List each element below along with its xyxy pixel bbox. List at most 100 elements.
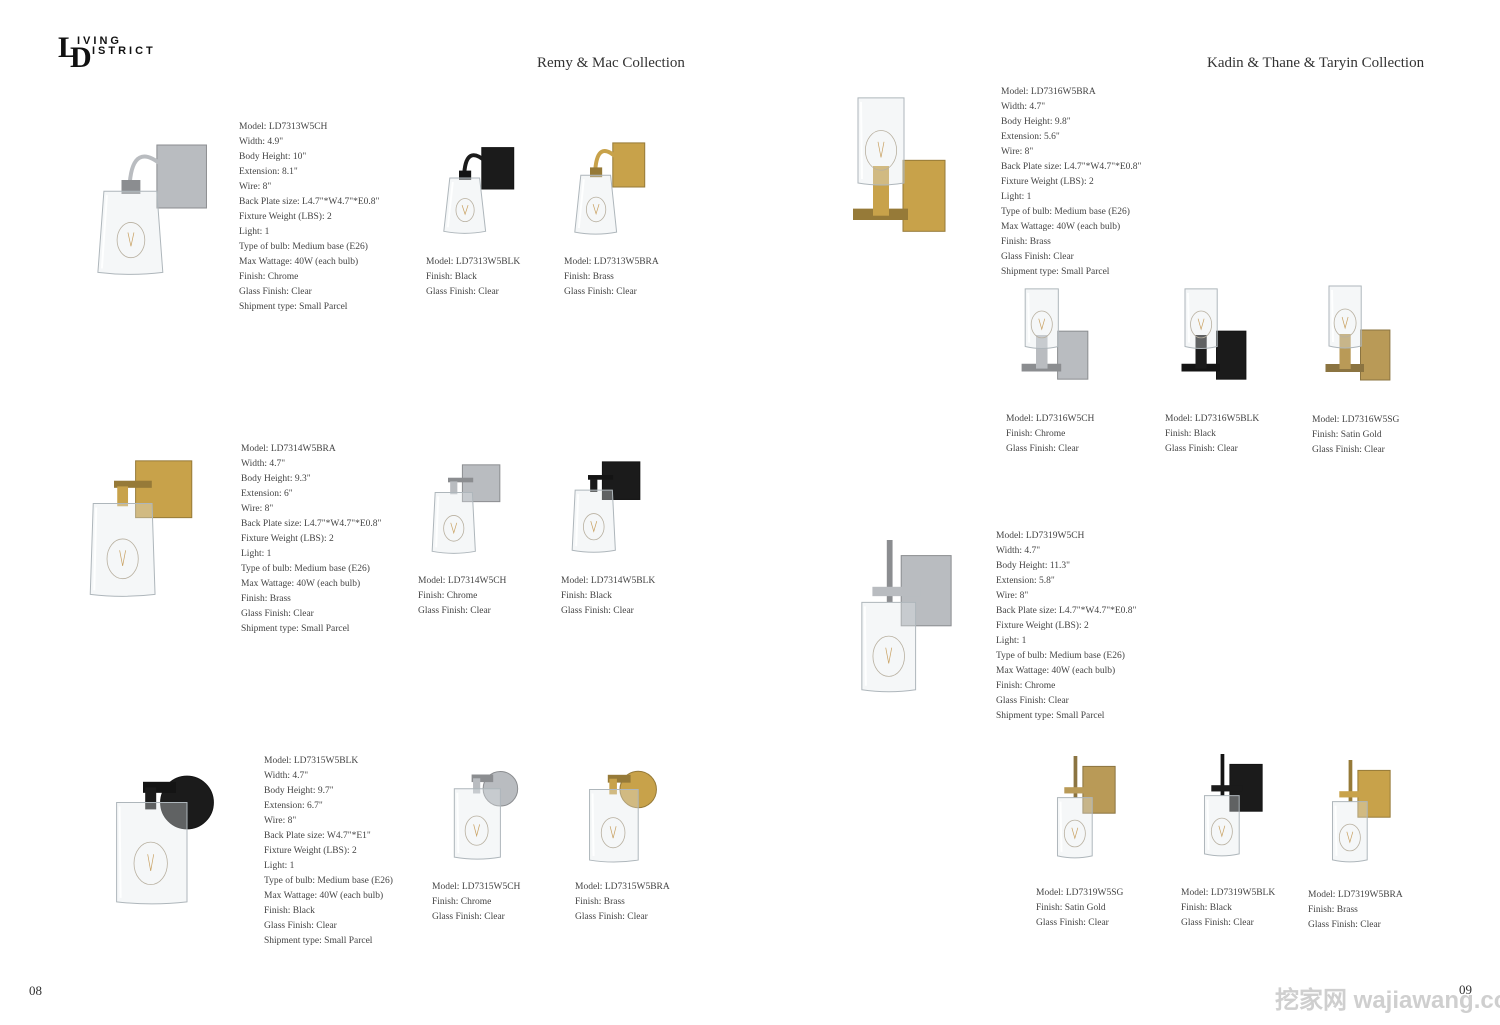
spec-line: Body Height: 9.7" <box>264 786 334 796</box>
spec-line: Wire: 8" <box>1001 147 1034 157</box>
spec-line: Fixture Weight (LBS): 2 <box>996 621 1089 631</box>
filament <box>147 854 155 872</box>
bulb <box>455 198 475 223</box>
filament <box>877 141 885 158</box>
bulb <box>464 815 489 846</box>
spec-line: Type of bulb: Medium base (E26) <box>241 564 370 574</box>
glass-highlight <box>1331 289 1334 343</box>
spec-line: Model: LD7316W5BRA <box>1001 87 1096 97</box>
spec-line: Model: LD7319W5SG <box>1036 888 1124 898</box>
stem <box>1195 335 1207 369</box>
spec-line: Finish: Satin Gold <box>1312 430 1382 440</box>
spec-line: Model: LD7316W5SG <box>1312 415 1400 425</box>
watermark: 挖家网 wajiawang.com <box>1275 987 1500 1014</box>
spec-line: Back Plate size: L4.7"*W4.7"*E0.8" <box>239 197 380 207</box>
back-plate <box>156 144 207 209</box>
spec-line: Model: LD7315W5BRA <box>575 882 670 892</box>
spec-line: Wire: 8" <box>239 182 272 192</box>
glass-shade <box>857 97 905 186</box>
wall-sconce-icon <box>453 770 519 860</box>
spec-line: Model: LD7313W5BLK <box>426 257 521 267</box>
filament <box>609 826 617 839</box>
bulb <box>106 538 139 580</box>
filament <box>592 204 600 216</box>
glass-shade <box>861 601 917 693</box>
vertical-rod <box>1348 760 1353 802</box>
spec-line: Finish: Black <box>1165 429 1216 439</box>
bulb <box>600 817 626 849</box>
filament <box>1341 316 1349 330</box>
spec-line: Model: LD7315W5BLK <box>264 756 359 766</box>
arm <box>1339 791 1371 798</box>
spec-line: Model: LD7319W5BRA <box>1308 890 1403 900</box>
glass-shade <box>116 802 188 905</box>
spec-line: Glass Finish: Clear <box>1165 444 1238 454</box>
spec-line: Extension: 5.6" <box>1001 132 1060 142</box>
spec-line: Glass Finish: Clear <box>241 609 314 619</box>
glass-shade <box>97 190 164 275</box>
bulb <box>133 841 168 886</box>
spec-line: Finish: Brass <box>1001 237 1051 247</box>
wall-sconce-icon <box>571 461 641 553</box>
back-plate <box>902 159 946 232</box>
spec-line: Model: LD7314W5CH <box>418 576 507 586</box>
wall-sconce-icon <box>431 464 501 554</box>
bulb <box>585 196 607 223</box>
spec-line: Model: LD7319W5BLK <box>1181 888 1276 898</box>
spec-line: Body Height: 9.3" <box>241 474 311 484</box>
socket-cap <box>459 170 472 180</box>
spec-line: Type of bulb: Medium base (E26) <box>264 876 393 886</box>
spec-line: Extension: 6" <box>241 489 293 499</box>
spec-line: Width: 4.7" <box>1001 102 1046 112</box>
filament <box>1197 318 1205 331</box>
glass-highlight <box>575 494 580 547</box>
spec-line: Finish: Brass <box>1308 905 1358 915</box>
glass-highlight <box>1027 292 1031 343</box>
arm <box>588 475 614 480</box>
glass-shade <box>571 489 616 553</box>
filament <box>473 824 480 838</box>
wall-sconce-icon <box>1325 285 1391 381</box>
spec-line: Max Wattage: 40W (each bulb) <box>996 666 1116 676</box>
socket <box>145 787 157 810</box>
arm <box>1211 785 1243 792</box>
spec-line: Glass Finish: Clear <box>426 287 499 297</box>
back-plate <box>461 464 501 503</box>
socket-cap <box>590 167 603 178</box>
wall-sconce-icon <box>853 97 946 232</box>
gooseneck-arm <box>127 154 165 183</box>
spec-line: Light: 1 <box>996 636 1027 646</box>
wall-sconce-icon <box>574 142 646 235</box>
spec-line: Glass Finish: Clear <box>1001 252 1074 262</box>
glass-shade <box>1331 801 1368 863</box>
brand-logo: L D IVING ISTRICT <box>58 33 178 73</box>
bulb <box>583 513 605 541</box>
gooseneck-arm <box>462 153 487 173</box>
spec-line: Fixture Weight (LBS): 2 <box>239 212 332 222</box>
spec-line: Shipment type: Small Parcel <box>239 302 348 312</box>
spec-line: Body Height: 10" <box>239 152 307 162</box>
bulb <box>1063 819 1086 848</box>
spec-line: Back Plate size: W4.7"*E1" <box>264 831 371 841</box>
wall-sconce-icon <box>861 540 952 693</box>
bulb <box>864 130 898 171</box>
spec-line: Model: LD7314W5BLK <box>561 576 656 586</box>
socket <box>473 778 481 794</box>
spec-line: Back Plate size: L4.7"*W4.7"*E0.8" <box>1001 162 1142 172</box>
spec-line: Glass Finish: Clear <box>264 921 337 931</box>
glass-highlight <box>456 792 460 854</box>
spec-line: Finish: Black <box>1181 903 1232 913</box>
spec-line: Body Height: 11.3" <box>996 561 1070 571</box>
spec-line: Width: 4.7" <box>241 459 286 469</box>
glass-highlight <box>1059 801 1063 852</box>
filament <box>1218 825 1226 838</box>
arm <box>471 774 494 783</box>
spec-line: Glass Finish: Clear <box>1036 918 1109 928</box>
